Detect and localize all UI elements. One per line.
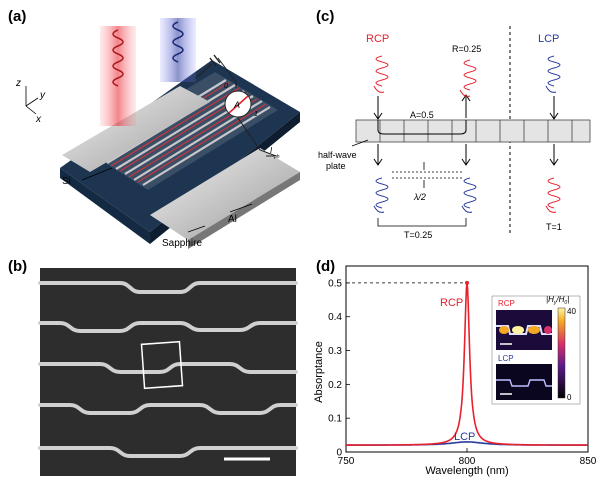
sapphire-label: Sapphire (162, 238, 202, 249)
x-tick-label: 750 (338, 456, 355, 467)
transmittance-label: T=0.25 (404, 230, 432, 240)
rcp-helix (112, 29, 124, 87)
transmittance-lcp-label: T=1 (546, 222, 562, 232)
absorptance-label: A=0.5 (410, 110, 434, 120)
rcp-incident-helix (375, 55, 389, 87)
x-axis-label: Wavelength (nm) (425, 465, 508, 477)
y-tick-label: 0.4 (328, 312, 342, 323)
photocurrent-sub: ph (273, 154, 280, 160)
colorbar (557, 307, 566, 399)
ammeter-zero: 0 (224, 83, 228, 90)
lcp-label: LCP (538, 33, 559, 45)
half-wave-label: half-wave (318, 150, 357, 160)
panel-d-label: (d) (316, 258, 336, 275)
lcp-transmitted-helix-right (463, 177, 477, 209)
y-tick-label: 0.3 (328, 346, 342, 357)
y-tick-label: 0.2 (328, 380, 342, 391)
axis-z-label: z (15, 78, 21, 89)
rcp-reflected-helix (463, 59, 477, 91)
y-axis-label: Absorptance (313, 341, 325, 403)
y-tick-label: 0.1 (328, 414, 342, 425)
metasurface-slab (355, 119, 591, 143)
axis-y-label: y (39, 90, 46, 101)
sem-image (38, 268, 298, 476)
rcp-beam (100, 26, 136, 126)
rcp-transmitted-helix (547, 177, 561, 209)
colorbar-title: |Hy/H0| (546, 295, 569, 306)
lambda-half-label: λ/2 (413, 192, 426, 202)
panel-c-label: (c) (316, 8, 335, 25)
series-rcp-label: RCP (440, 297, 463, 309)
ammeter-one: 1 (254, 111, 258, 118)
lcp-beam (160, 18, 196, 82)
rcp-peak-marker (465, 280, 469, 285)
rcp-label: RCP (366, 33, 389, 45)
aluminum-contact-bottom (150, 148, 300, 240)
unit-cell-highlight (140, 340, 184, 390)
al-label: Al (228, 214, 237, 225)
absorptance-chart: 0 0.1 0.2 0.3 0.4 0.5 750 800 850 (328, 265, 597, 467)
plate-label: plate (326, 161, 346, 171)
inset-lcp-label: LCP (498, 354, 514, 363)
inset-rcp-label: RCP (498, 299, 515, 308)
panel-a-label: (a) (8, 8, 27, 25)
lcp-helix (172, 21, 184, 63)
x-tick-label: 800 (459, 456, 476, 467)
field-map-inset (491, 295, 581, 405)
lcp-incident-helix (547, 55, 561, 87)
axis-x-label: x (35, 114, 42, 125)
reflectance-label: R=0.25 (452, 44, 481, 54)
panel-a-device-illustration (25, 18, 300, 249)
aluminum-contact-top (62, 86, 210, 172)
colorbar-max: 40 (567, 307, 576, 316)
lcp-transmitted-helix-left (375, 177, 389, 209)
ammeter-label: A (233, 100, 240, 110)
coordinate-axes (25, 86, 39, 115)
panel-b-label: (b) (8, 258, 28, 275)
y-tick-label: 0 (336, 448, 342, 459)
si-label: Si (62, 176, 71, 187)
series-lcp-label: LCP (454, 431, 475, 443)
x-tick-label: 850 (580, 456, 597, 467)
colorbar-min: 0 (567, 393, 572, 402)
y-tick-label: 0.5 (328, 278, 342, 289)
panel-c-schematic (351, 26, 591, 236)
photocurrent-label: I (270, 146, 273, 155)
